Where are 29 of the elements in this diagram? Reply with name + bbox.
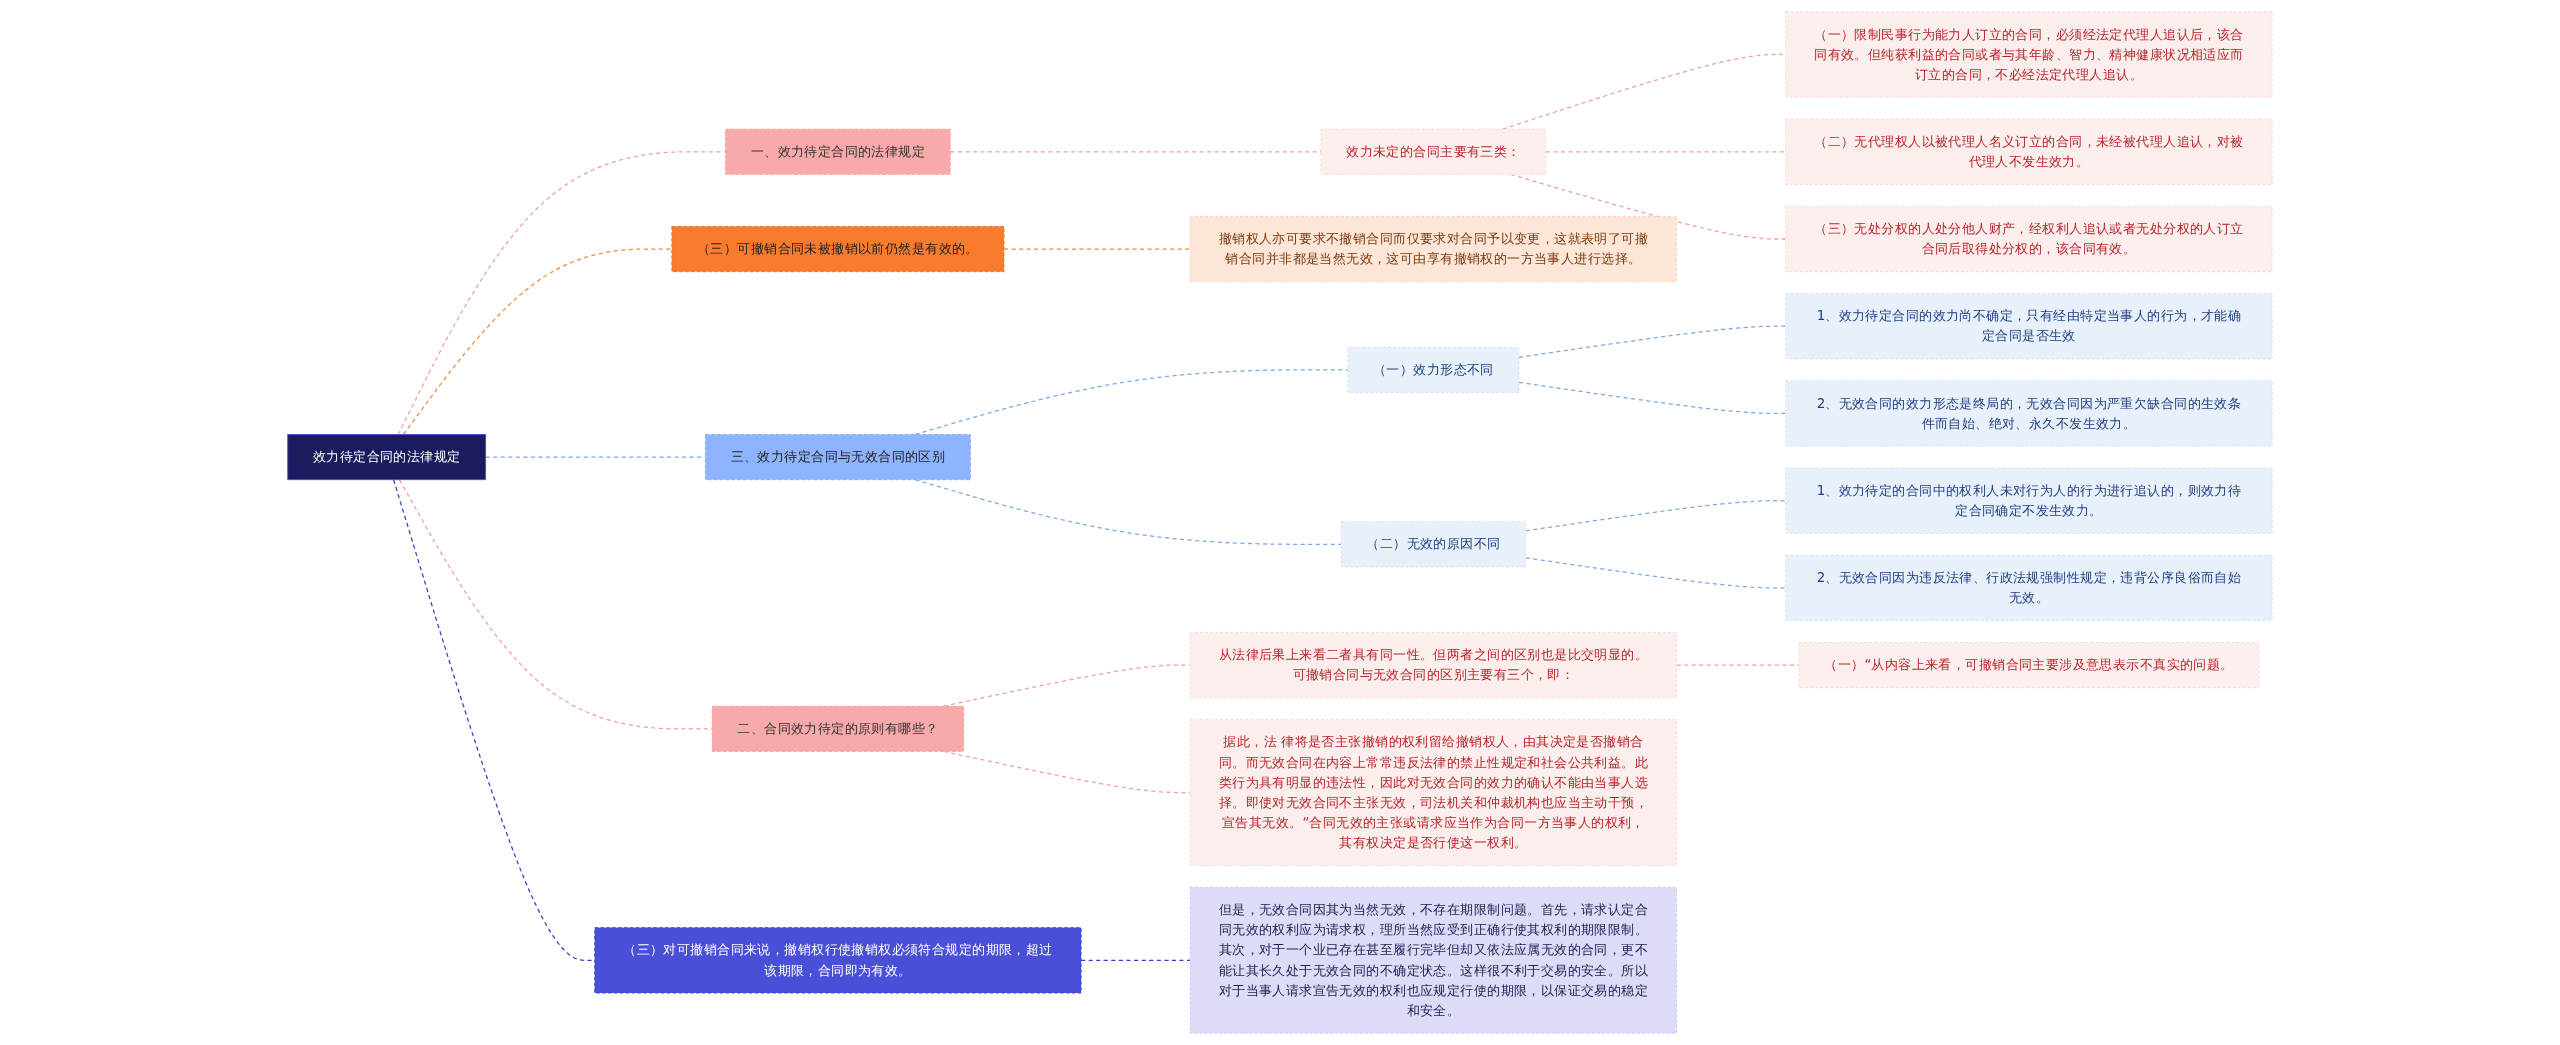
node-box: （一）限制民事行为能力人订立的合同，必须经法定代理人追认后，该合同有效。但纯获利益的合同或者与其年龄、智力、精神健康状况相适应而订立的合同，不必经法定代理人追认。 [1785,11,2273,98]
node-box: （三）可撤销合同未被撤销以前仍然是有效的。 [671,226,1005,273]
node-box: 从法律后果上来看二者具有同一性。但两者之间的区别也是比交明显的。可撤销合同与无效合同的区别主要有三个，即： [1189,631,1678,699]
node-box: （二）无效的原因不同 [1340,521,1527,568]
node-box: （二）无代理权人以被代理人名义订立的合同，未经被代理人追认，对被代理人不发生效力。 [1785,118,2273,185]
node-box: 1、效力待定的合同中的权利人未对行为人的行为进行追认的，则效力待定合同确定不发生效力。 [1785,467,2273,534]
node-box: （一）效力形态不同 [1347,346,1520,393]
node-box: 2、无效合同的效力形态是终局的，无效合同因为严重欠缺合同的生效条件而自始、绝对、永久不发生效力。 [1785,380,2273,447]
connector [1003,248,1191,250]
node-box: 效力未定的合同主要有三类： [1320,128,1547,175]
connector [402,248,673,436]
connector [1080,959,1191,961]
node-box: （三）无处分权的人处分他人财产，经权利人追认或者无处分权的人订立合同后取得处分权的，该合同有效。 [1785,205,2273,273]
connector [1525,557,1787,589]
node-box: 三、效力待定合同与无效合同的区别 [705,434,971,481]
node-box: （一）“从内容上来看，可撤销合同主要涉及意思表示不真实的问题。 [1798,642,2260,689]
node-box: 撤销权人亦可要求不撤销合同而仅要求对合同予以变更，这就表明了可撤销合同并非都是当然无效，这可由享有撤销权的一方当事人进行选择。 [1189,215,1678,283]
connector [1545,151,1787,153]
connector [397,151,727,436]
node-box: 一、效力待定合同的法律规定 [725,128,951,175]
connector [1525,500,1787,532]
node-box: 据此，法 律将是否主张撤销的权利留给撤销权人，由其决定是否撤销合同。而无效合同在内容上常常违反法律的禁止性规定和社会公共利益。此类行为具有明显的违法性，因此对无效合同的效力的确认不能由当事人选择。即使对无效合同不主张无效，司法机关和仲裁机构也应当主动干预，宣告其无效。“合同无效的主张或请求应当作为合同一方当事人的权利，其有权决定是否行使这一权利。 [1189,719,1678,866]
connector [1676,664,1800,666]
node-box: 二、合同效力待定的原则有哪些？ [711,705,965,752]
node-box: 效力待定合同的法律规定 [287,434,487,481]
node-box: 2、无效合同因为违反法律、行政法规强制性规定，违背公序良俗而自始无效。 [1785,554,2273,622]
node-box: （三）对可撤销合同来说，撤销权行使撤销权必须符合规定的期限，超过该期限，合同即为有效。 [594,927,1082,994]
node-box: 1、效力待定合同的效力尚不确定，只有经由特定当事人的行为，才能确定合同是否生效 [1785,293,2273,360]
node-box: 但是，无效合同因其为当然无效，不存在期限制问题。首先，请求认定合同无效的权利应为请求权，理所当然应受到正确行使其权利的期限限制。其次，对于一个业已存在甚至履行完毕但却又依法应属无效的合同，更不能让其长久处于无效合同的不确定状态。这样很不利于交易的安全。所以对于当事人请求宣告无效的权利也应规定行使的期限，以保证交易的稳定和安全。 [1189,886,1678,1034]
